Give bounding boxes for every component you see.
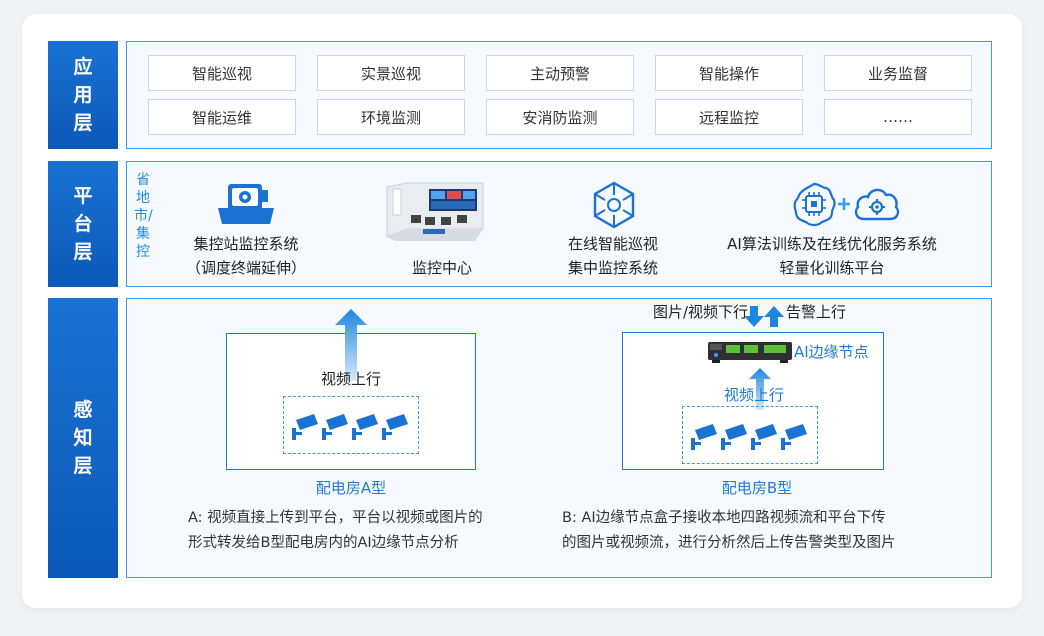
system-1-name: 集控站监控系统	[193, 235, 299, 253]
room-a-description-line1: A: 视频直接上传到平台，平台以视频或图片的	[188, 510, 483, 526]
app-item-remote-monitoring: 远程监控	[655, 99, 803, 135]
app-item-real-scene-patrol: 实景巡视	[317, 55, 465, 91]
platform-panel	[126, 161, 992, 287]
app-item-intelligent-patrol: 智能巡视	[148, 55, 296, 91]
app-item-security-fire-monitoring: 安消防监测	[486, 99, 634, 135]
room-b-uplink-arrow-icon	[749, 368, 771, 410]
edge-node-label: AI边缘节点	[794, 343, 869, 361]
system-3-subname: 集中监控系统	[567, 259, 658, 277]
room-a-uplink-arrow-icon	[335, 309, 367, 381]
edge-node-box-icon	[708, 342, 792, 363]
room-a-uplink-label: 视频上行	[320, 370, 381, 388]
room-b-down-up-arrows-icon	[744, 306, 784, 327]
room-a-camera-group	[283, 396, 419, 454]
system-4-subname: 轻量化训练平台	[779, 259, 885, 277]
room-a-description-line2: 形式转发给B型配电房内的AI边缘节点分析	[188, 535, 459, 551]
system-3-name: 在线智能巡视	[567, 235, 658, 253]
room-b-downlink-label: 图片/视频下行	[652, 303, 748, 321]
app-item-active-warning: 主动预警	[486, 55, 634, 91]
cloud-gear-icon	[854, 188, 900, 221]
monitoring-system-icon	[218, 184, 274, 224]
perception-layer-band: 感知层	[48, 298, 118, 578]
system-2-name: 监控中心	[411, 259, 472, 277]
room-b-cameras-icon	[691, 424, 807, 450]
platform-side-label: 省地市/集控	[134, 172, 153, 260]
monitoring-center-room-icon	[386, 182, 484, 241]
room-b-description-line2: 的图片或视频流，进行分析然后上传告警类型及图片	[562, 535, 896, 551]
room-b-description-line1: B: AI边缘节点盒子接收本地四路视频流和平台下传	[562, 510, 886, 526]
platform-layer-band: 平台层	[48, 161, 118, 287]
room-b-name: 配电房B型	[721, 479, 793, 497]
system-4-name: AI算法训练及在线优化服务系统	[727, 235, 937, 253]
ai-chip-icon	[793, 182, 836, 227]
intelligent-patrol-hex-icon	[593, 181, 635, 229]
application-layer-band: 应用层	[48, 41, 118, 149]
app-item-environment-monitoring: 环境监测	[317, 99, 465, 135]
app-item-more: ……	[824, 99, 972, 135]
room-b-uplink-label: 视频上行	[723, 386, 784, 404]
room-b-camera-group	[682, 406, 818, 464]
room-a-cameras-icon	[292, 414, 408, 440]
app-item-intelligent-maintenance: 智能运维	[148, 99, 296, 135]
app-item-intelligent-operation: 智能操作	[655, 55, 803, 91]
plus-icon	[838, 198, 850, 210]
app-item-business-supervision: 业务监督	[824, 55, 972, 91]
room-b-alarm-label: 告警上行	[786, 303, 847, 321]
system-1-subname: （调度终端延伸）	[185, 259, 306, 277]
room-a-name: 配电房A型	[315, 479, 387, 497]
